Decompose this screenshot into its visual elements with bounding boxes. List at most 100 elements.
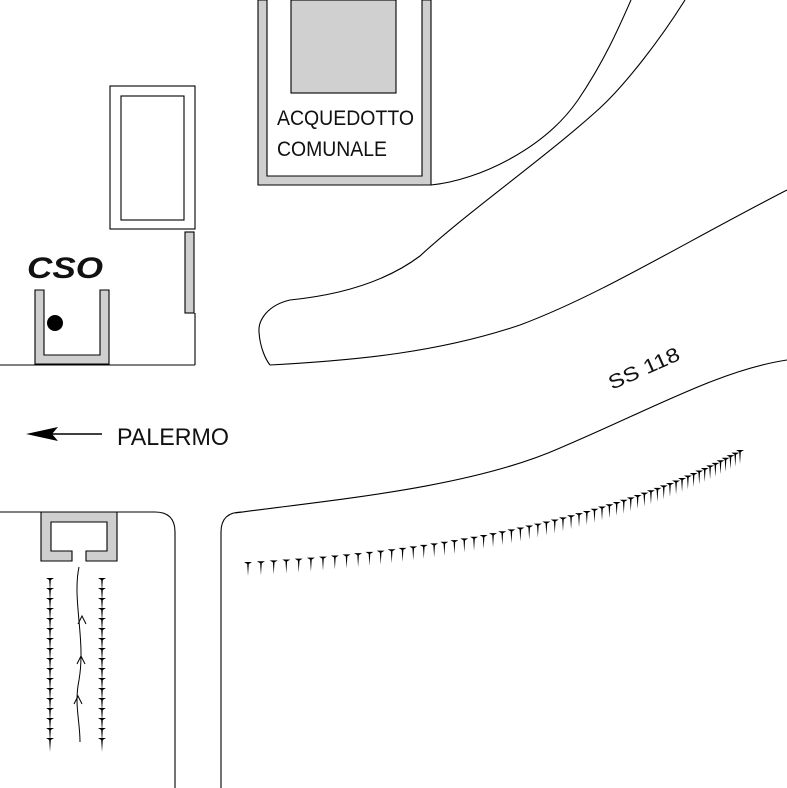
embankment-barb [711, 462, 720, 477]
channel-bank-barb [98, 678, 106, 692]
embankment-barb [542, 521, 551, 536]
channel-bank-barb [46, 658, 54, 672]
embankment-barb [507, 529, 516, 544]
embankment-barb [498, 531, 507, 546]
embankment-barb [525, 525, 534, 540]
embankment-barb [582, 510, 591, 525]
channel-bank-barb [46, 738, 54, 752]
embankment-barb [306, 557, 315, 572]
embankment-barb [695, 470, 704, 485]
embankment-barb [683, 475, 692, 490]
embankment-barb [653, 487, 662, 502]
embankment-barb [721, 457, 730, 472]
embankment-barb [700, 467, 709, 482]
channel-bank-barb [98, 738, 106, 752]
channel-bank-barb [98, 688, 106, 702]
road-edge-inner [269, 189, 787, 366]
channel-bank-barb [46, 728, 54, 742]
channel-bank-barb [98, 728, 106, 742]
channel-bank-barb [46, 608, 54, 622]
channel-bank-barb [98, 638, 106, 652]
embankment-barb [689, 473, 698, 488]
embankment-barb [330, 555, 339, 570]
cso-label: CSO [27, 252, 103, 285]
embankment-barb [731, 452, 740, 467]
embankment-barb [376, 550, 385, 565]
embankment-barb [567, 515, 576, 530]
road-edge-bottom-right [220, 511, 243, 788]
channel-bank-barb [46, 628, 54, 642]
cso-chamber: CSO [27, 252, 110, 365]
road-edge-lower [234, 359, 787, 514]
channel-bank-barb [98, 598, 106, 612]
channel-bank-barb [46, 578, 54, 592]
embankment-barb [398, 547, 407, 562]
building-inner [120, 95, 185, 221]
embankment-barb [726, 455, 735, 470]
channel-bank-barb [46, 698, 54, 712]
embankment-barb [294, 558, 303, 573]
road-edge-loop [258, 299, 291, 366]
channel-bank-barb [46, 618, 54, 632]
channel-bank-barb [46, 708, 54, 722]
embankment-barb [450, 540, 459, 555]
embankment-barb [612, 502, 621, 517]
aqueduct-label-line1: ACQUEDOTTO [277, 107, 414, 130]
channel-bank-barb [98, 708, 106, 722]
embankment-barb [590, 508, 599, 523]
channel-bank-barb [98, 608, 106, 622]
channel-bank-barb [46, 718, 54, 732]
channel [46, 566, 106, 752]
palermo-label: PALERMO [117, 424, 229, 451]
channel-bank-barb [98, 698, 106, 712]
embankment-barb [533, 523, 542, 538]
arrow-left-icon [26, 427, 102, 441]
embankment-barb [659, 485, 668, 500]
road-edge-outer-top [430, 0, 632, 186]
embankment-barb [619, 499, 628, 514]
embankment-barb [460, 538, 469, 553]
building-outer [109, 85, 196, 230]
embankment-barb [716, 460, 725, 475]
channel-bank-barb [46, 638, 54, 652]
channel-bank-barb [46, 668, 54, 682]
aqueduct-building: ACQUEDOTTO COMUNALE [257, 0, 432, 186]
boundary-wall [184, 231, 195, 314]
embankment-barb [516, 527, 525, 542]
embankment-barb [626, 497, 635, 512]
channel-bank-barb [46, 678, 54, 692]
embankment-barb [646, 490, 655, 505]
embankment-barb [282, 559, 291, 574]
road-edge-bottom-left [0, 511, 176, 788]
embankment-barb [409, 546, 418, 561]
embankment-hatch-icon [244, 450, 744, 576]
embankment-barb [550, 519, 559, 534]
embankment-barb [470, 536, 479, 551]
channel-bank-barb [98, 628, 106, 642]
embankment-barb [387, 549, 396, 564]
flow-arrow-icon [76, 654, 86, 665]
embankment-barb [440, 541, 449, 556]
embankment-barb [598, 506, 607, 521]
channel-bank-barb [98, 648, 106, 662]
channel-bank-barb [98, 578, 106, 592]
channel-bank-barb [46, 688, 54, 702]
building-block [109, 85, 196, 365]
palermo-direction: PALERMO [26, 424, 229, 451]
embankment-barb [605, 504, 614, 519]
embankment-barb [633, 495, 642, 510]
embankment-barb [430, 543, 439, 558]
outfall-structure [40, 511, 118, 562]
embankment-barb [672, 480, 681, 495]
embankment-barb [256, 561, 265, 576]
embankment-barb [575, 513, 584, 528]
channel-bank-barb [98, 588, 106, 602]
channel-bank-barb [46, 648, 54, 662]
embankment-barb [244, 562, 252, 576]
flow-arrow-icon [77, 614, 87, 625]
embankment-barb [665, 482, 674, 497]
embankment-barb [706, 465, 715, 480]
road-label-ss118: SS 118 [605, 344, 683, 395]
flow-arrow-icon [73, 694, 83, 705]
